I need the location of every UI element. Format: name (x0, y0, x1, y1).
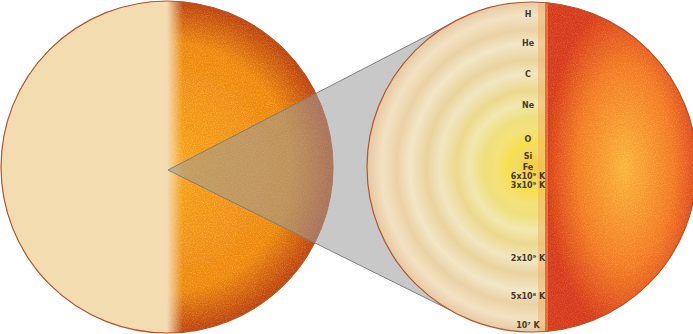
temperature-label: 2x10⁹ K (511, 255, 545, 263)
element-label: C (525, 71, 531, 79)
temperature-label: 5x10⁸ K (511, 293, 545, 301)
element-label: Ne (522, 102, 534, 110)
temperature-label: 6x10⁹ K (511, 173, 545, 181)
element-label: Si (524, 153, 533, 161)
element-label: He (522, 40, 534, 48)
temperature-label: 10⁷ K (516, 322, 540, 330)
element-label: H (525, 11, 532, 19)
element-label: O (525, 136, 532, 144)
element-label: Fe (523, 164, 534, 172)
temperature-label: 3x10⁹ K (511, 182, 545, 190)
